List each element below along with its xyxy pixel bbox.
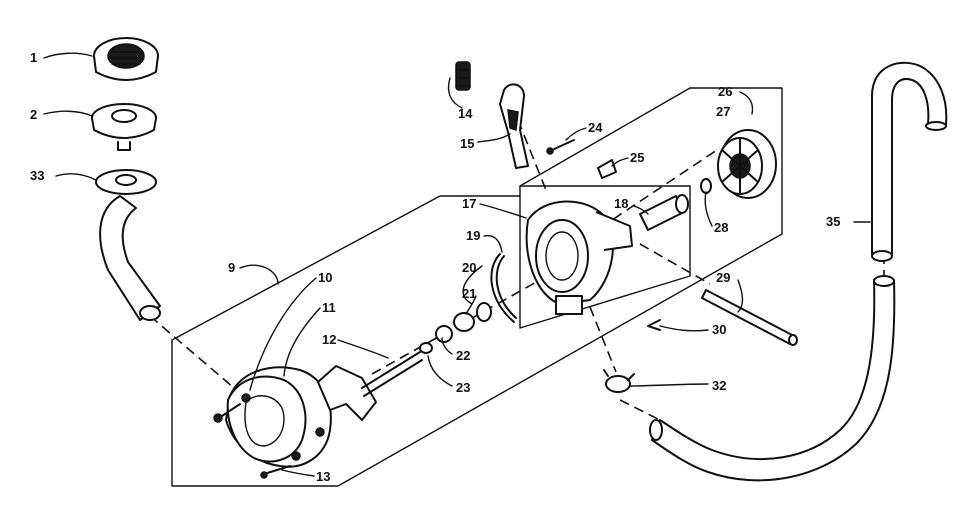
label-part-9: 9 [228,260,235,275]
label-part-30: 30 [712,322,726,337]
label-part-32: 32 [712,378,726,393]
cap-base [91,103,157,151]
label-part-35: 35 [826,214,840,229]
retaining-clip [490,253,517,323]
gasket [95,169,157,195]
lever-arm [499,83,529,169]
filter-cap [93,37,159,81]
impeller-shaft [317,342,433,421]
label-part-26: 26 [718,84,732,99]
label-part-19: 19 [466,228,480,243]
screw [546,139,575,155]
label-part-18: 18 [614,196,628,211]
hose-clamp [603,369,635,393]
label-part-1: 1 [30,50,37,65]
small-pin [647,319,661,331]
label-part-24: 24 [588,120,603,135]
shaft-seals [435,302,492,343]
label-part-2: 2 [30,107,37,122]
label-part-29: 29 [716,270,730,285]
label-part-27: 27 [716,104,730,119]
part-labels: 1 2 33 9 10 11 12 13 14 15 17 19 20 21 2… [30,50,840,484]
label-part-21: 21 [462,286,476,301]
spring [455,61,471,91]
lever-clip [597,159,617,179]
inlet-hose [99,195,161,321]
label-part-12: 12 [322,332,336,347]
label-part-23: 23 [456,380,470,395]
label-part-14: 14 [458,106,473,121]
label-part-13: 13 [316,469,330,484]
pulley [717,129,777,199]
label-part-20: 20 [462,260,476,275]
drive-rod [701,289,798,346]
assembly-frames [171,87,783,487]
label-part-25: 25 [630,150,644,165]
pump-mount [525,200,633,315]
label-part-10: 10 [318,270,332,285]
label-part-11: 11 [322,300,336,315]
label-part-28: 28 [714,220,728,235]
drain-hose [649,275,896,482]
pulley-washer [700,178,712,194]
label-part-33: 33 [30,168,44,183]
motor-coupling [639,194,689,231]
pump-housing [213,366,332,479]
leader-lines [43,52,871,477]
label-part-15: 15 [460,136,474,151]
outlet-hose [871,61,948,262]
label-part-22: 22 [456,348,470,363]
label-part-17: 17 [462,196,476,211]
